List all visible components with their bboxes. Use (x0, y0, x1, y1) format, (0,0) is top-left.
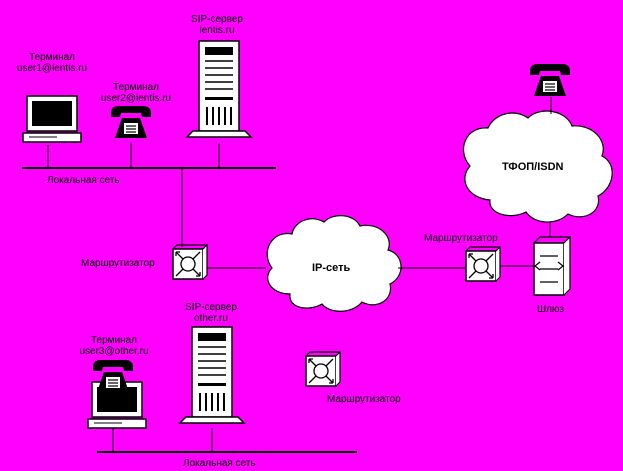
router-left-label: Маршрутизатор (81, 258, 155, 269)
router-bottom-label: Маршрутизатор (327, 394, 401, 405)
telephone-icon (110, 105, 152, 139)
terminal-1-label: Терминал user1@ientis.ru (16, 52, 88, 74)
sip-server-bottom-label: SIP-сервер other.ru (185, 302, 237, 324)
cloud-icon (462, 110, 613, 223)
server-tower-icon (186, 40, 252, 138)
cloud-icon (266, 215, 402, 312)
router-right-label: Маршрутизатор (424, 233, 498, 244)
gateway-label: Шлюз (537, 304, 565, 315)
terminal-2-label: Терминал user2@ientis.ru (100, 82, 172, 104)
server-tower-icon (179, 326, 245, 424)
pc-terminal-icon (22, 95, 82, 143)
terminal-3-label: Терминал user3@other.ru (79, 335, 149, 357)
pstn-label: ТФОП/ISDN (502, 161, 564, 173)
router-icon (305, 351, 341, 387)
router-icon (465, 246, 501, 282)
telephone-icon (92, 359, 134, 393)
lan-bottom-label: Локальная сеть (183, 458, 256, 469)
ip-network-label: IP-сеть (312, 262, 351, 274)
router-icon (172, 244, 208, 280)
gateway-icon (533, 235, 571, 296)
lan-top-label: Локальная сеть (47, 175, 120, 186)
sip-server-top-label: SIP-сервер ientis.ru (191, 14, 243, 36)
telephone-icon (529, 63, 571, 97)
